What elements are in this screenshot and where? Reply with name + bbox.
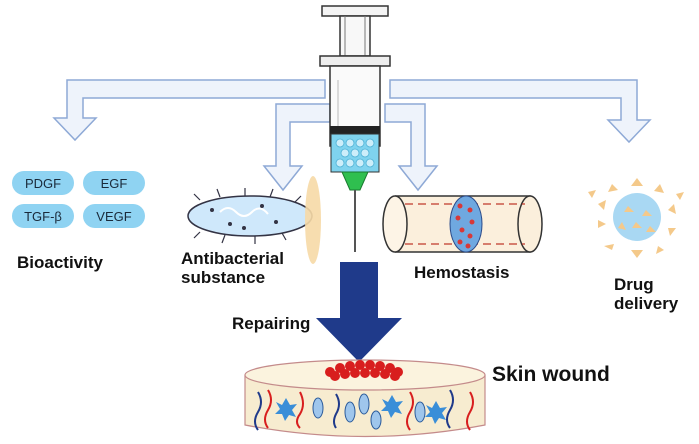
repairing-arrow <box>316 262 402 362</box>
arrow-inner-right <box>384 103 439 192</box>
growth-factor-vegf: VEGF <box>83 204 145 228</box>
label-repairing: Repairing <box>232 314 311 333</box>
syringe-illustration <box>319 5 391 252</box>
distribution-arrows <box>52 79 652 192</box>
label-skin-wound: Skin wound <box>492 363 610 386</box>
bacterium-illustration <box>187 176 321 264</box>
label-drug-delivery: Drug delivery <box>614 275 679 313</box>
arrow-inner-left <box>262 103 331 192</box>
vessel-illustration <box>382 195 543 253</box>
label-hemostasis: Hemostasis <box>414 263 510 282</box>
arrow-right-branch <box>389 79 652 144</box>
arrow-left-branch <box>52 79 326 142</box>
skin-wound-illustration <box>244 359 486 438</box>
growth-factor-tgf-beta: TGF-β <box>12 204 74 228</box>
label-bioactivity: Bioactivity <box>17 253 103 272</box>
growth-factor-pdgf: PDGF <box>12 171 74 195</box>
label-antibacterial: Antibacterial substance <box>181 249 284 287</box>
drug-particle-illustration <box>588 178 684 258</box>
growth-factor-egf: EGF <box>83 171 145 195</box>
